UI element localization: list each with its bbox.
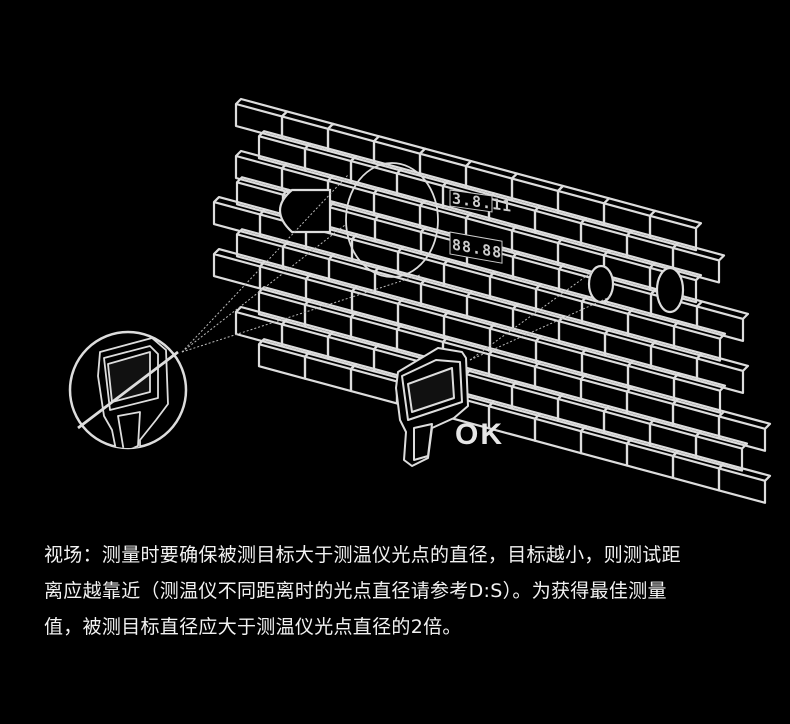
infrared-thermometer-ok bbox=[395, 347, 469, 467]
brick bbox=[672, 372, 727, 414]
brick bbox=[695, 300, 750, 342]
brick bbox=[695, 352, 750, 394]
brick bbox=[257, 338, 312, 380]
caption-line-2: 离应越靠近（测温仪不同距离时的光点直径请参考D:S）。为获得最佳测量 bbox=[44, 580, 667, 602]
brick bbox=[625, 437, 680, 480]
brick bbox=[349, 362, 404, 405]
wall-holes bbox=[278, 188, 685, 314]
caption-line-1: 视场：测量时要确保被测目标大于测温仪光点的直径，目标越小，则测试距 bbox=[44, 544, 681, 566]
caption-line-3: 值，被测目标直径应大于测温仪光点直径的2倍。 bbox=[44, 616, 462, 638]
brick bbox=[672, 320, 727, 362]
thermometer-display-readings: 3.8.11 88.88 bbox=[449, 189, 512, 264]
brick bbox=[648, 209, 703, 252]
brick bbox=[671, 449, 726, 492]
brick bbox=[579, 425, 634, 467]
measurement-spot-circle bbox=[345, 162, 439, 278]
brick bbox=[717, 410, 772, 452]
brick bbox=[212, 247, 267, 290]
brick bbox=[717, 462, 772, 504]
brick bbox=[303, 350, 358, 393]
measurement-illustration: 3.8.11 88.88 OK bbox=[68, 97, 772, 504]
too-far-magnifier bbox=[68, 330, 188, 450]
ok-label: OK bbox=[455, 418, 504, 451]
laser-beams bbox=[181, 174, 613, 361]
brick bbox=[671, 241, 726, 284]
brick bbox=[694, 430, 749, 472]
brick bbox=[533, 412, 588, 455]
field-of-view-caption: 视场：测量时要确保被测目标大于测温仪光点的直径，目标越小，则测试距 离应越靠近（… bbox=[44, 537, 754, 645]
